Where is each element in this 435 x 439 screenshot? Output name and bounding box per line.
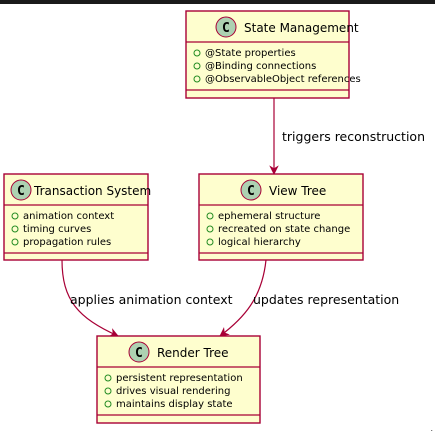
member-text: timing curves: [23, 224, 91, 235]
class-box: [198, 173, 364, 261]
member-text: logical hierarchy: [218, 237, 301, 248]
member-text: maintains display state: [116, 399, 233, 410]
edge-line: [219, 259, 267, 337]
edge-view-to-render: updates representation: [219, 259, 399, 337]
class-view-tree: C View Tree ephemeral structure recreate…: [198, 173, 364, 261]
member-text: drives visual rendering: [116, 386, 230, 397]
member-bullet-icon: [104, 387, 112, 395]
member-bullet-icon: [206, 238, 214, 246]
member-bullet-icon: [193, 75, 201, 83]
class-title: Render Tree: [157, 346, 229, 360]
class-title: State Management: [244, 21, 359, 35]
member-bullet-icon: [193, 49, 201, 57]
member-bullet-icon: [206, 225, 214, 233]
edge-label-triggers: triggers reconstruction: [282, 129, 425, 144]
class-badge-letter: C: [135, 346, 143, 361]
class-render-tree: C Render Tree persistent representation …: [96, 335, 261, 424]
edge-label-updates: updates representation: [253, 292, 399, 307]
class-title: View Tree: [269, 184, 326, 198]
member-text: recreated on state change: [218, 224, 350, 235]
class-title: Transaction System: [33, 184, 151, 198]
corner-mark: .: [430, 424, 433, 433]
edge-transaction-to-render: applies animation context: [61, 259, 233, 337]
edge-label-applies: applies animation context: [70, 292, 233, 307]
class-badge-icon: [215, 16, 237, 38]
member-bullet-icon: [11, 238, 19, 246]
member-text: ephemeral structure: [218, 211, 320, 222]
member-text: propagation rules: [23, 237, 111, 248]
class-badge-letter: C: [222, 21, 230, 36]
class-transaction-system: C Transaction System animation context t…: [3, 173, 151, 261]
edge-state-to-view: triggers reconstruction: [269, 98, 425, 175]
class-box: [185, 10, 350, 99]
member-bullet-icon: [104, 400, 112, 408]
member-bullet-icon: [11, 212, 19, 220]
member-bullet-icon: [104, 374, 112, 382]
member-text: @State properties: [205, 48, 296, 59]
class-state-management: C State Management @State properties @Bi…: [185, 10, 361, 99]
class-badge-icon: [128, 341, 150, 363]
member-bullet-icon: [206, 212, 214, 220]
member-bullet-icon: [11, 225, 19, 233]
member-text: animation context: [23, 211, 114, 222]
member-text: @ObservableObject references: [205, 74, 361, 85]
class-badge-icon: [10, 179, 32, 201]
edge-line: [61, 259, 119, 337]
class-box: [96, 335, 261, 424]
member-text: @Binding connections: [205, 61, 316, 72]
member-bullet-icon: [193, 62, 201, 70]
class-badge-icon: [240, 179, 262, 201]
top-edge-bar: [0, 0, 435, 4]
class-badge-letter: C: [247, 184, 255, 199]
class-badge-letter: C: [17, 184, 25, 199]
member-text: persistent representation: [116, 373, 243, 384]
